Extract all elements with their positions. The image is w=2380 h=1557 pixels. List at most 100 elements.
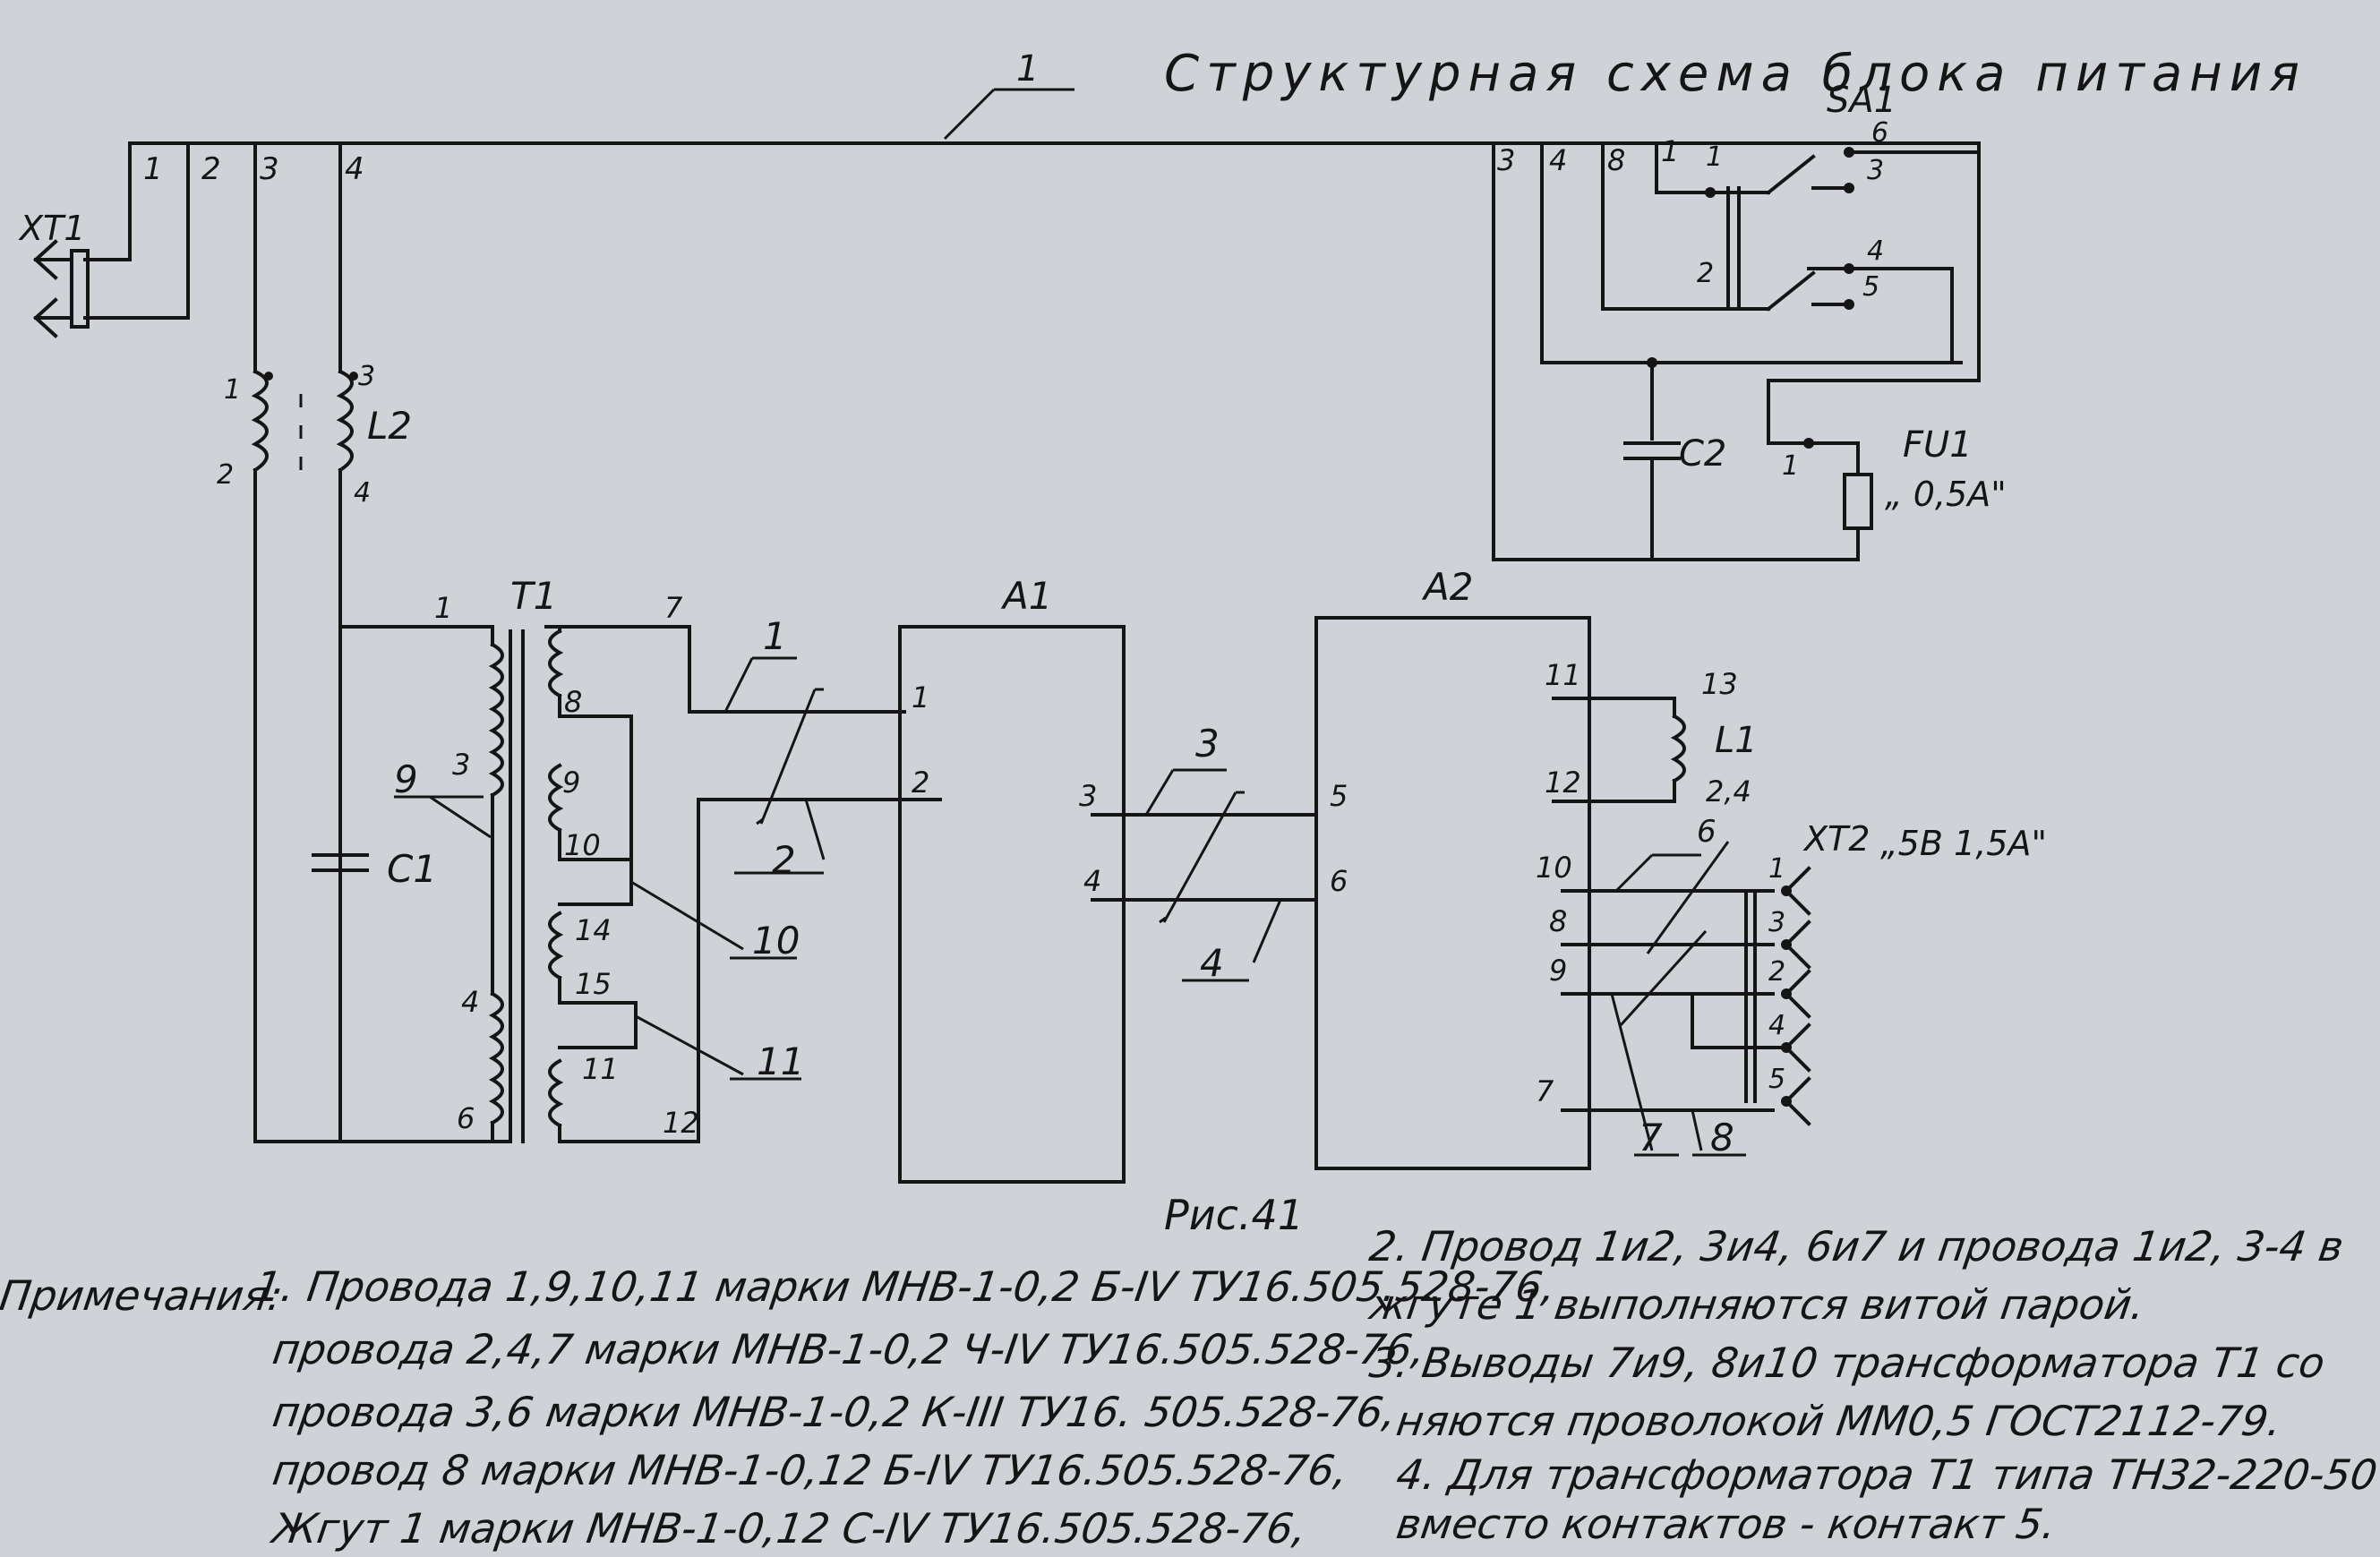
l-left-pin-1: 1 [224, 374, 241, 406]
l1-pin-13: 13 [1701, 667, 1738, 701]
sa1-pin-4: 4 [1867, 235, 1884, 267]
sa1-pin-1: 1 [1706, 141, 1723, 173]
xt2-pin-5: 5 [1768, 1064, 1785, 1095]
xt1-pin-3: 3 [260, 151, 279, 187]
t1-pin-14: 14 [575, 913, 612, 947]
a1-pin-4: 4 [1083, 864, 1101, 898]
t1-pin-6: 6 [457, 1101, 475, 1135]
l2-inductor [251, 369, 358, 473]
a1-block [723, 625, 1126, 1184]
labels: XT1 1 2 3 4 1 1 2 3 4 L2 C1 T1 1 3 4 6 9… [18, 48, 2047, 1159]
wire-label-8: 8 [1710, 1116, 1734, 1159]
a2-pin-10: 10 [1536, 851, 1572, 885]
wire-label-2: 2 [772, 838, 796, 882]
a2-label: A2 [1421, 565, 1473, 609]
note-right-3: 3. Выводы 7и9, 8и10 трансформатора T1 со [1366, 1339, 2328, 1387]
a2-block [1091, 616, 1784, 1170]
xt1-pin-1: 1 [143, 151, 163, 187]
c1-label: C1 [387, 847, 437, 891]
wire-label-4: 4 [1200, 941, 1224, 985]
note-right-6: вместо контактов - контакт 5. [1393, 1500, 2059, 1548]
note-left-5: Жгут 1 марки МНВ-1-0,12 С-IV ТУ16.505.52… [270, 1504, 1310, 1553]
xt2-pin-2: 2 [1768, 956, 1785, 988]
xt2-pin-3: 3 [1768, 907, 1785, 938]
t1-transformer [394, 625, 942, 1143]
fu1-pin-1: 1 [1782, 450, 1799, 482]
page-title: Структурная схема блока питания [1164, 45, 2307, 103]
t1-pin-15: 15 [575, 967, 612, 1001]
wire-label-1-top: 1 [1016, 48, 1039, 90]
c1-capacitor [312, 625, 494, 1143]
xt1-connector [33, 141, 190, 338]
fu1-rating: „ 0,5A" [1885, 475, 2007, 514]
xt2-pin-4: 4 [1768, 1010, 1785, 1041]
note-left-2: провода 2,4,7 марки МНВ-1-0,2 Ч-IV ТУ16.… [270, 1325, 1429, 1373]
top-pin-4: 4 [1549, 143, 1567, 177]
wire-label-1-harness: 1 [763, 614, 787, 658]
wire-label-9: 9 [394, 757, 418, 801]
t1-pin-7: 7 [664, 591, 683, 625]
wire-label-6: 6 [1697, 814, 1717, 850]
note-left-3: провода 3,6 марки МНВ-1-0,2 К-III ТУ16. … [270, 1388, 1400, 1436]
sa1-pin-2: 2 [1697, 258, 1714, 289]
note-left-4: провод 8 марки МНВ-1-0,12 Б-IV ТУ16.505.… [270, 1446, 1351, 1494]
l2-label: L2 [367, 404, 412, 448]
notes-heading: Примечания: [0, 1271, 286, 1320]
t1-pin-10: 10 [564, 828, 601, 862]
sa1-pin-3: 3 [1867, 155, 1884, 186]
switch-fuse-section [1492, 141, 1981, 561]
wire-label-3: 3 [1195, 722, 1220, 766]
sa1-pin-6: 6 [1871, 117, 1888, 149]
schematic-sheet: Структурная схема блока питания Рис.41 [0, 45, 2380, 1553]
l1-label: L1 [1715, 720, 1758, 761]
xt2-rating: „5B 1,5A" [1880, 824, 2047, 863]
l-right-pin-3: 3 [358, 361, 375, 392]
t1-pin-3: 3 [452, 748, 470, 782]
a2-pin-12: 12 [1545, 766, 1581, 800]
sa1-pin-5: 5 [1862, 271, 1879, 303]
xt2-connector [1781, 866, 1811, 1126]
a2-pin-8: 8 [1549, 904, 1567, 938]
a2-pin-6: 6 [1330, 864, 1348, 898]
t1-pin-4: 4 [461, 985, 479, 1019]
t1-pin-1: 1 [434, 591, 452, 625]
top-pin-1: 1 [1661, 134, 1679, 168]
wire-label-11: 11 [757, 1039, 804, 1083]
note-right-1: 2. Провод 1и2, 3и4, 6и7 и провода 1и2, 3… [1366, 1222, 2347, 1270]
schematic-drawing: XT1 1 2 3 4 1 1 2 3 4 L2 C1 T1 1 3 4 6 9… [18, 48, 2047, 1184]
a2-pin-7: 7 [1536, 1074, 1554, 1108]
a2-pin-11: 11 [1545, 658, 1581, 692]
xt1-label: XT1 [18, 209, 85, 248]
note-right-4: няются проволокой ММ0,5 ГОСТ2112-79. [1393, 1397, 2285, 1445]
a1-pin-1: 1 [912, 680, 929, 714]
l-left-pin-2: 2 [217, 459, 234, 491]
t1-pin-12: 12 [663, 1106, 699, 1140]
l1-pin-2-4: 2,4 [1706, 774, 1751, 808]
xt1-pin-2: 2 [201, 151, 221, 187]
xt2-pin-1: 1 [1768, 853, 1785, 885]
wire-label-7: 7 [1639, 1116, 1663, 1159]
top-bus [128, 88, 1981, 145]
sa1-label: SA1 [1827, 80, 1896, 121]
top-pin-3: 3 [1497, 143, 1515, 177]
top-pin-8: 8 [1607, 143, 1625, 177]
figure-label: Рис.41 [1164, 1191, 1305, 1239]
xt2-label: XT2 [1802, 819, 1870, 859]
xt1-pin-4: 4 [345, 151, 364, 187]
fu1-label: FU1 [1903, 424, 1973, 466]
note-right-5: 4. Для трансформатора T1 типа ТН32-220-5… [1393, 1450, 2380, 1499]
note-right-2: жгуте 1 выполняются витой парой. [1366, 1280, 2148, 1329]
t1-pin-8: 8 [564, 685, 582, 719]
wire-label-10: 10 [752, 919, 800, 962]
c2-label: C2 [1679, 433, 1726, 475]
t1-pin-9: 9 [562, 766, 580, 800]
l-right-pin-4: 4 [354, 477, 371, 509]
a2-pin-5: 5 [1330, 779, 1348, 813]
a1-pin-2: 2 [912, 766, 929, 800]
t1-pin-11: 11 [582, 1052, 619, 1086]
note-left-1: 1. Провода 1,9,10,11 марки МНВ-1-0,2 Б-I… [252, 1262, 1559, 1311]
t1-label: T1 [510, 574, 557, 618]
a1-pin-3: 3 [1079, 779, 1097, 813]
a2-pin-9: 9 [1549, 954, 1567, 988]
a1-label: A1 [1000, 574, 1052, 618]
